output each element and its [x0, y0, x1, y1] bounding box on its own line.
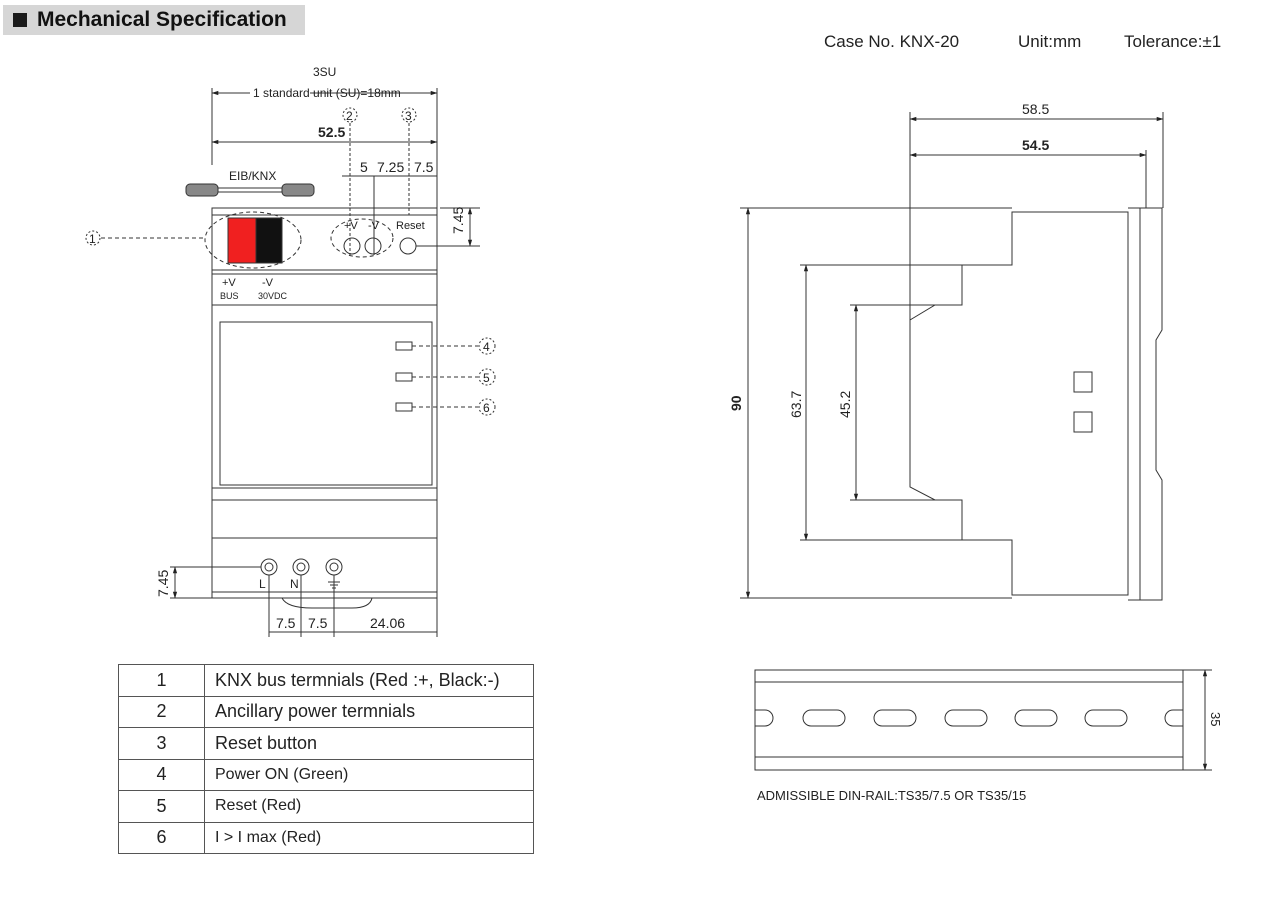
dimension-label: +V: [344, 220, 358, 232]
dimension-label: -V: [262, 277, 274, 289]
dimension-label: 90: [728, 395, 744, 411]
unit: Unit:mm: [1018, 32, 1082, 51]
dimension-label: 1: [89, 232, 96, 246]
dimension-label: 24.06: [370, 615, 405, 631]
dimension-label: 52.5: [318, 124, 345, 140]
dimension-label: 7.5: [308, 615, 328, 631]
dimension-label: +V: [222, 277, 236, 289]
dimension-label: 7.5: [276, 615, 296, 631]
black-terminal: [255, 217, 283, 264]
mains-terminals: [260, 558, 343, 576]
dimension-label: 7.25: [377, 159, 404, 175]
dimension-label: 54.5: [1022, 137, 1049, 153]
dimension-label: 4: [483, 340, 490, 354]
side-view: 58.5 54.5 90 63.7 45.2: [728, 101, 1164, 601]
dimension-label: N: [290, 577, 299, 591]
dimension-label: 2: [346, 109, 353, 123]
dimension-label: 35: [1208, 712, 1223, 726]
dimension-label: Reset: [396, 220, 425, 232]
case-number: Case No. KNX-20: [824, 32, 960, 51]
dimension-label: 1 standard unit (SU)=18mm: [253, 86, 401, 100]
dimension-label: 6: [483, 401, 490, 415]
front-view: 3SU 1 standard unit (SU)=18mm 52.5 2 3 5…: [85, 65, 496, 637]
din-rail: 35: [754, 669, 1223, 771]
dimension-label: L: [259, 577, 266, 591]
dimension-label: BUS: [220, 291, 239, 301]
dimension-label: 7.45: [155, 570, 171, 597]
dimension-label: 5: [360, 159, 368, 175]
dimension-label: 3: [405, 109, 412, 123]
dimension-label: 5: [483, 371, 490, 385]
dimension-label: -V: [368, 220, 380, 232]
dimension-label: 45.2: [837, 391, 853, 418]
square-bullet-icon: [13, 13, 27, 27]
section-title: Mechanical Specification: [3, 5, 305, 35]
dimension-label: 63.7: [788, 391, 804, 418]
din-rail-note: ADMISSIBLE DIN-RAIL:TS35/7.5 OR TS35/15: [757, 788, 1027, 803]
tolerance: Tolerance:±1: [1124, 32, 1222, 51]
dimension-label: 3SU: [313, 65, 336, 79]
dimension-label: 30VDC: [258, 291, 288, 301]
red-terminal: [227, 217, 257, 264]
dimension-label: 7.5: [414, 159, 434, 175]
dimension-label: EIB/KNX: [229, 169, 276, 183]
dimension-label: 58.5: [1022, 101, 1049, 117]
dimension-label: 7.45: [450, 207, 466, 234]
